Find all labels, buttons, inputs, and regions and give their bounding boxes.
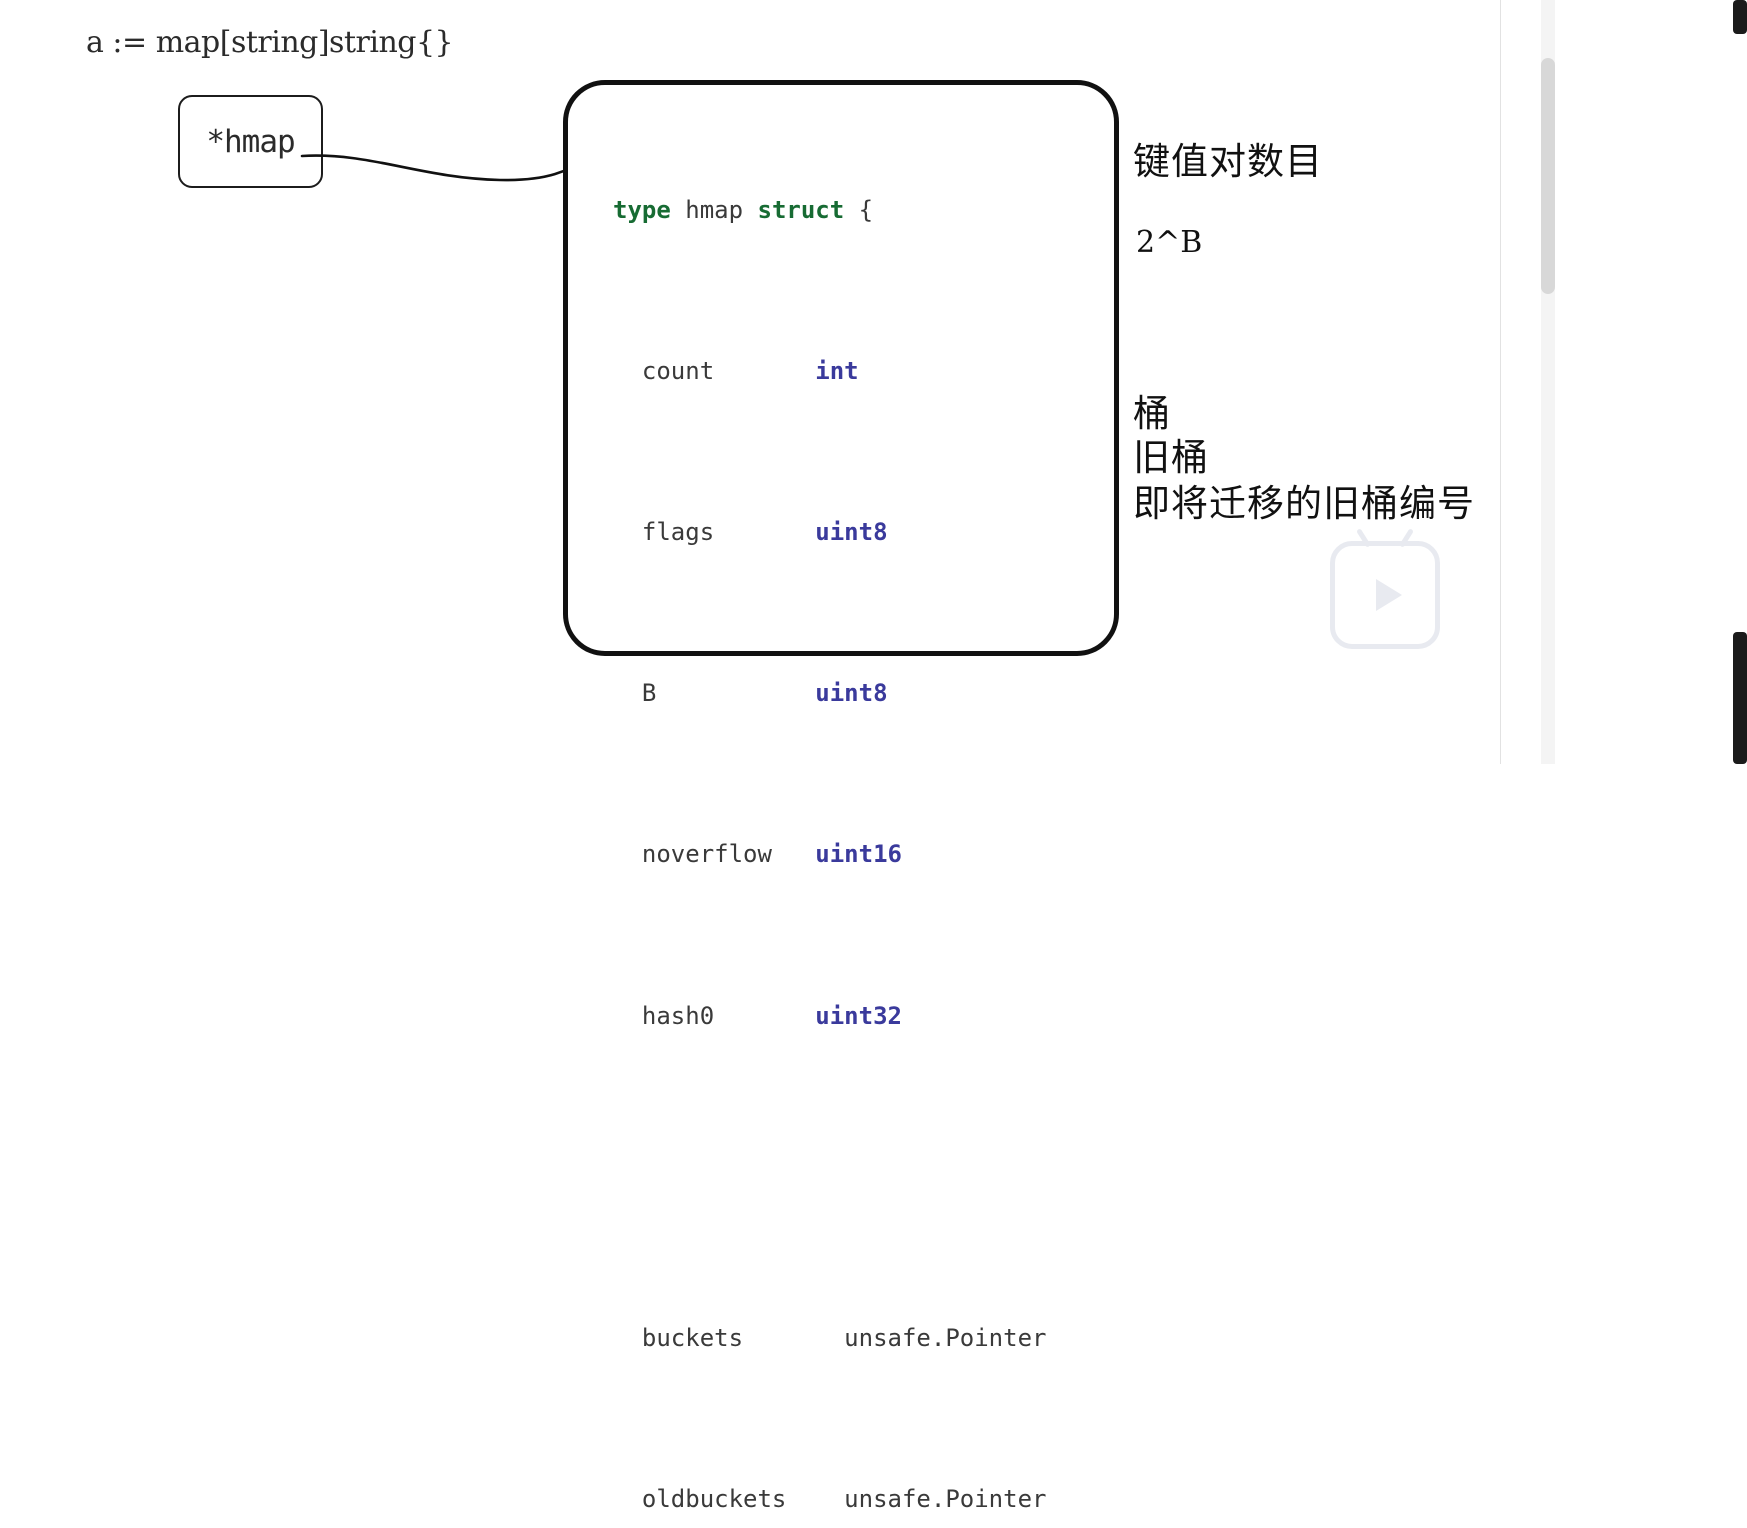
keyword-struct: struct <box>757 195 845 224</box>
annotation-buckets: 桶 <box>1133 394 1171 435</box>
field-type-flags: uint8 <box>815 517 888 546</box>
keyword-type: type <box>613 195 671 224</box>
code-line-hash0: hash0 uint32 <box>613 996 1046 1036</box>
field-type-b: uint8 <box>815 679 888 708</box>
field-name-noverflow: noverflow <box>641 840 772 869</box>
field-name-flags: flags <box>641 517 715 546</box>
scrollbar-thumb[interactable] <box>1541 58 1555 294</box>
field-name-b: B <box>641 679 657 708</box>
code-line-oldbuckets: oldbuckets unsafe.Pointer <box>613 1479 1047 1519</box>
hmap-struct-code: type hmap struct { count int flags uint8 B… <box>613 109 1046 1528</box>
field-type-buckets: unsafe.Pointer <box>844 1323 1047 1352</box>
play-button-watermark-icon <box>1330 528 1440 649</box>
field-name-oldbuckets: oldbuckets <box>641 1485 787 1514</box>
field-type-oldbuckets: unsafe.Pointer <box>844 1485 1047 1514</box>
code-line-buckets: buckets unsafe.Pointer <box>613 1318 1047 1358</box>
annotation-nevacuate: 即将迁移的旧桶编号 <box>1133 484 1475 525</box>
edge-marker-top <box>1733 0 1747 34</box>
edge-marker-bottom <box>1733 632 1747 764</box>
annotation-count: 键值对数目 <box>1133 142 1323 183</box>
code-blank-line-1 <box>613 1157 1046 1197</box>
watermark-ear-right <box>1399 528 1414 548</box>
code-line-count: count int <box>613 351 1046 391</box>
hmap-pointer-label: *hmap <box>206 123 295 160</box>
map-declaration-text: a := map[string]string{} <box>86 25 454 60</box>
code-line-header: type hmap struct { <box>613 190 1046 230</box>
field-name-count: count <box>641 356 715 385</box>
code-line-noverflow: noverflow uint16 <box>613 834 1046 874</box>
field-name-buckets: buckets <box>641 1323 744 1352</box>
field-name-hash0: hash0 <box>641 1001 715 1030</box>
play-triangle-icon <box>1376 579 1402 611</box>
field-type-hash0: uint32 <box>815 1001 902 1030</box>
open-brace: { <box>858 195 874 224</box>
diagram-canvas: a := map[string]string{} *hmap type hmap… <box>0 0 1500 1513</box>
annotation-oldbuckets: 旧桶 <box>1133 438 1209 479</box>
annotation-b: 2^B <box>1136 225 1203 260</box>
code-line-flags: flags uint8 <box>613 512 1046 552</box>
field-type-count: int <box>815 356 859 385</box>
right-panel <box>1500 0 1747 764</box>
watermark-ear-left <box>1356 528 1371 548</box>
field-type-noverflow: uint16 <box>815 840 902 869</box>
hmap-pointer-box: *hmap <box>178 95 323 188</box>
struct-name: hmap <box>685 195 744 224</box>
hmap-struct-card: type hmap struct { count int flags uint8 B… <box>563 80 1119 1513</box>
